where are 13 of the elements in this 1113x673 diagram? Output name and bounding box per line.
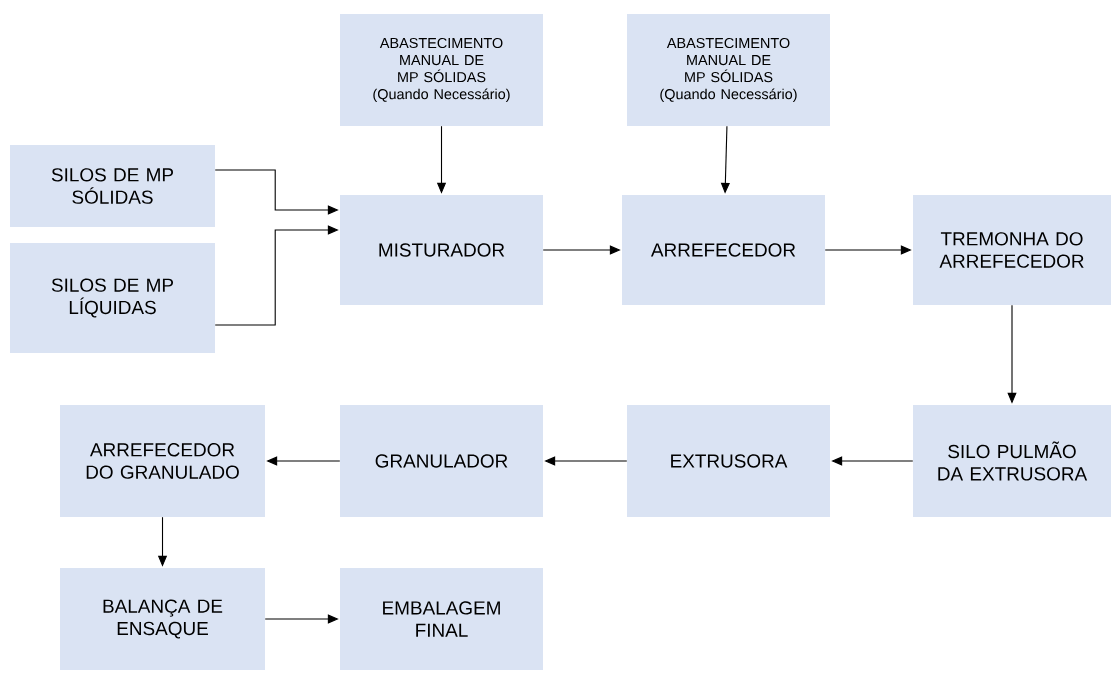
process-box: EMBALAGEM FINAL — [340, 568, 543, 670]
process-box: SILO PULMÃO DA EXTRUSORA — [913, 405, 1111, 517]
process-box: GRANULADOR — [340, 405, 543, 517]
process-box: SILOS DE MP SÓLIDAS — [10, 145, 215, 227]
process-box: EXTRUSORA — [627, 405, 830, 517]
process-box: SILOS DE MP LÍQUIDAS — [10, 243, 215, 353]
process-box: BALANÇA DE ENSAQUE — [60, 568, 265, 670]
process-box: ARREFECEDOR DO GRANULADO — [60, 405, 265, 517]
process-box: ARREFECEDOR — [622, 195, 825, 305]
process-box: ABASTECIMENTO MANUAL DE MP SÓLIDAS (Quando Necessário) — [340, 14, 543, 126]
process-box: ABASTECIMENTO MANUAL DE MP SÓLIDAS (Quando Necessário) — [627, 14, 830, 126]
process-box: TREMONHA DO ARREFECEDOR — [913, 195, 1111, 305]
process-box: MISTURADOR — [340, 195, 543, 305]
